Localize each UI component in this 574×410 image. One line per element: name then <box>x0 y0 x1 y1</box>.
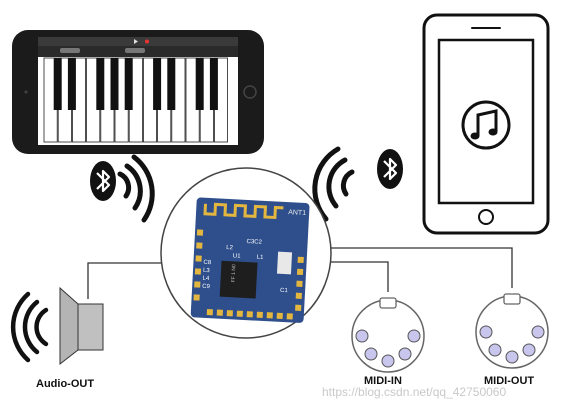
pcb-pad <box>296 280 303 287</box>
wireless-waves-right <box>312 146 355 222</box>
pcb-pads <box>193 229 304 320</box>
bluetooth-midi-module: ANT1 FF 1 N0 C3C2 L2 L1 U1 C8 L3 L4 C9 C… <box>160 167 332 339</box>
black-key[interactable] <box>195 58 204 110</box>
black-key[interactable] <box>153 58 162 110</box>
silk-c9: C9 <box>202 284 211 290</box>
pcb-pad <box>266 312 273 319</box>
pcb-pad <box>226 310 233 317</box>
black-key[interactable] <box>167 58 176 110</box>
chip-marking: FF 1 N0 <box>230 264 237 283</box>
pcb-pad <box>295 304 302 311</box>
black-key[interactable] <box>124 58 133 110</box>
pcb-pad <box>236 310 243 317</box>
home-button <box>243 85 257 99</box>
watermark-text: https://blog.csdn.net/qq_42750060 <box>322 385 507 399</box>
pcb-pad <box>297 256 304 264</box>
pcb-antenna-trace <box>203 202 284 220</box>
wireless-waves-left <box>117 154 155 223</box>
phone-camera <box>24 90 28 94</box>
midi-in-connector <box>351 297 425 373</box>
pcb-pad <box>193 294 200 301</box>
silk-l2: L2 <box>226 245 234 251</box>
main-chip <box>219 260 258 299</box>
audio-out-label: Audio-OUT <box>36 378 95 390</box>
bluetooth-icon <box>377 149 403 189</box>
pcb-pad <box>296 268 304 276</box>
silk-l3: L3 <box>203 268 211 274</box>
record-icon <box>145 39 149 44</box>
toolbar-chip <box>60 48 80 53</box>
midi-in-label: MIDI-IN <box>364 375 402 387</box>
speaker-icon <box>10 286 104 366</box>
silk-c1: C1 <box>280 288 289 294</box>
pcb-pad <box>216 309 223 316</box>
music-note-icon <box>461 100 511 150</box>
midi-out-label: MIDI-OUT <box>484 375 535 387</box>
black-key[interactable] <box>96 58 105 110</box>
piano-keyboard[interactable] <box>43 57 228 143</box>
black-key[interactable] <box>53 58 62 110</box>
black-key[interactable] <box>110 58 119 110</box>
pcb-pad <box>195 255 202 262</box>
pcb-pad <box>194 268 202 275</box>
silk-l1: L1 <box>257 255 265 261</box>
pcb-pad <box>196 242 203 249</box>
tablet-screen <box>437 38 535 205</box>
phone-portrait <box>422 13 550 235</box>
midi-out-connector <box>475 293 549 369</box>
tablet-home-button <box>478 209 494 225</box>
pcb-pad <box>194 281 201 288</box>
pcb-pad <box>286 313 293 320</box>
crystal-oscillator <box>276 251 293 275</box>
pcb-pad <box>246 311 253 318</box>
black-key[interactable] <box>67 58 76 110</box>
pcb-pad <box>295 292 302 299</box>
toolbar-chip <box>125 48 145 53</box>
silk-l4: L4 <box>202 276 210 282</box>
phone-landscape <box>12 30 264 154</box>
black-key[interactable] <box>209 58 218 110</box>
silk-c3c2: C3C2 <box>246 239 262 246</box>
silk-c8: C8 <box>203 260 212 266</box>
antenna-label: ANT1 <box>288 209 306 217</box>
pcb-pad <box>206 309 214 316</box>
silk-u1: U1 <box>233 253 242 259</box>
pcb-pad <box>196 229 204 236</box>
play-icon <box>134 39 138 44</box>
wires <box>87 247 513 299</box>
pcb-pad <box>276 312 283 320</box>
pcb-pad <box>256 311 263 318</box>
bluetooth-icon <box>90 161 116 201</box>
